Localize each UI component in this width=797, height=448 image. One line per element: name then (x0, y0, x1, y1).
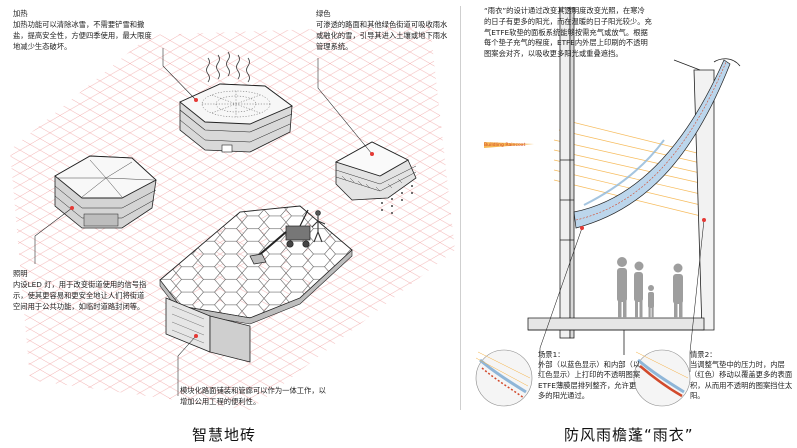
right-caption: 防风雨檐蓬“雨衣” (564, 426, 694, 444)
installation-machine-icon (249, 209, 326, 265)
heating-note: 加热 加热功能可以清除冰雪，不需要铲雪和撒盐，提高安全性，方便四季使用，最大限度… (13, 8, 158, 52)
left-caption: 智慧地砖 (192, 426, 257, 444)
scenario-1-title: 场景1： (538, 350, 565, 359)
isometric-grid (10, 25, 455, 410)
utility-trench-block (165, 297, 251, 363)
permeable-tile-block (334, 141, 417, 214)
scenario-1-detail (475, 349, 533, 407)
scenario-2-title: 情景2： (690, 350, 717, 359)
lighting-text: 内设LED 灯，用于改变街道使用的信号指示，使其更容易和更安全地让人们将街道空间… (13, 280, 147, 311)
panel-divider (460, 6, 461, 410)
lighting-tile-block (54, 155, 157, 229)
scenario-2-text: 当调整气垫中的压力时，内层（红色）移动以覆盖更多的表面积，从而用不透明的图案挡住… (690, 360, 793, 400)
callout-dots (580, 218, 706, 230)
smart-tile-panel: 加热 加热功能可以清除冰雪，不需要铲雪和撒盐，提高安全性，方便四季使用，最大限度… (10, 8, 455, 444)
raincoat-panel: “雨衣”的设计通过改变其透明度改变光照，在寒冷的日子有更多的阳光，而在温暖的日子… (464, 0, 797, 448)
raincoat-intro: “雨衣”的设计通过改变其透明度改变光照，在寒冷的日子有更多的阳光，而在温暖的日子… (484, 6, 652, 60)
raincoat-illustration (475, 7, 741, 407)
green-title: 绿色 (316, 9, 331, 18)
lighting-title: 照明 (13, 269, 28, 278)
smart-tile-illustration (10, 25, 455, 410)
green-text: 可渗透的路面和其他绿色街道可吸收雨水或融化的雪，引导其进入土壤或地下雨水管理系统… (316, 20, 448, 51)
heating-text: 加热功能可以清除冰雪，不需要铲雪和撒盐，提高安全性，方便四季使用，最大限度地减少… (13, 20, 152, 51)
scenario-1-text: 外部（以蓝色显示）和内部（以红色显示）上打印的不透明图案ETFE薄膜层排列整齐，… (538, 360, 641, 400)
heat-waves-icon (206, 51, 250, 83)
sidewalk-ground (527, 317, 705, 355)
modular-text: 模块化路面铺装和管廊可以作为一体工作，以增加公用工程的便利性。 (180, 386, 326, 406)
water-drops-icon (381, 185, 413, 214)
raincoat-intro-text: “雨衣”的设计通过改变其透明度改变光照，在寒冷的日子有更多的阳光，而在温暖的日子… (484, 6, 652, 59)
lighting-note: 照明 内设LED 灯，用于改变街道使用的信号指示，使其更容易和更安全地让人们将街… (13, 268, 151, 312)
etfe-canopy (573, 58, 741, 229)
building-raincoat-label: Buildling Raincoat (484, 143, 526, 148)
green-note: 绿色 可渗透的路面和其他绿色街道可吸收雨水或融化的雪，引导其进入土壤或地下雨水管… (316, 8, 454, 52)
scenario-2-detail (633, 349, 691, 407)
pedestrian-figures (617, 257, 683, 318)
callout-lines (34, 48, 373, 396)
callout-dots (70, 98, 374, 338)
scenario-2-note: 情景2： 当调整气垫中的压力时，内层（红色）移动以覆盖更多的表面积，从而用不透明… (690, 350, 794, 401)
modular-note: 模块化路面铺装和管廊可以作为一体工作，以增加公用工程的便利性。 (180, 385, 330, 407)
heating-title: 加热 (13, 9, 28, 18)
opposite-wall (673, 59, 715, 331)
heated-tile-block (179, 83, 293, 153)
building-wall (559, 7, 575, 339)
scenario-1-note: 场景1： 外部（以蓝色显示）和内部（以红色显示）上打印的不透明图案ETFE薄膜层… (538, 350, 642, 401)
callout-lines (539, 219, 705, 372)
